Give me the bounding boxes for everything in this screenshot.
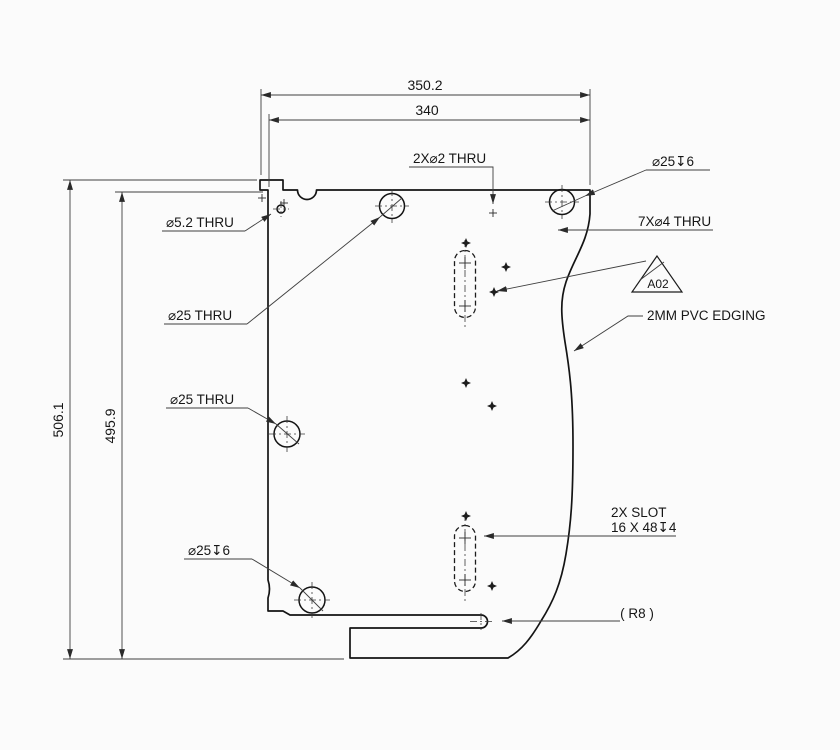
- tab-corner-marks: [258, 194, 288, 207]
- groove-end-center-mark: [470, 613, 493, 630]
- label-hole-25-upper: ⌀25 THRU: [168, 308, 232, 323]
- callout-cbore-top-right: ⌀25↧6: [551, 154, 710, 212]
- callout-radius: ( R8 ): [502, 606, 654, 624]
- label-cbore-top-right: ⌀25↧6: [652, 154, 694, 169]
- hole-25-upper-circle: [375, 189, 409, 223]
- slot-upper: [453, 240, 477, 330]
- callout-edging: 2MM PVC EDGING: [573, 308, 766, 352]
- part-outline: [259, 179, 591, 659]
- callout-cbore-bottom-left: ⌀25↧6: [184, 543, 324, 612]
- label-holes-7x4: 7X⌀4 THRU: [638, 214, 711, 229]
- callout-hole-25-mid: ⌀25 THRU: [166, 392, 300, 445]
- label-cbore-bottom-left: ⌀25↧6: [188, 543, 230, 558]
- callout-revision: A02: [496, 254, 684, 293]
- dimension-495-9: 495.9: [102, 191, 263, 659]
- slot-lower: [453, 514, 477, 603]
- label-hole-25-mid: ⌀25 THRU: [170, 392, 234, 407]
- callout-holes-7x4: 7X⌀4 THRU: [558, 214, 713, 233]
- label-slot-line2: 16 X 48↧4: [611, 520, 677, 535]
- dimension-340: 340: [268, 102, 590, 187]
- dim-left-outer: 506.1: [50, 402, 66, 437]
- callout-slot: 2X SLOT 16 X 48↧4: [484, 505, 677, 539]
- hole-5-2-circle: [273, 201, 289, 217]
- revision-triangle: [630, 254, 684, 293]
- dim-top-inner: 340: [415, 102, 439, 118]
- dimension-350-2: 350.2: [260, 77, 591, 185]
- small-hole-markers: [461, 238, 511, 591]
- dimension-506-1: 506.1: [50, 179, 344, 660]
- label-radius: ( R8 ): [620, 606, 654, 621]
- dim-left-inner: 495.9: [102, 408, 118, 443]
- callout-holes-2x2: 2X⌀2 THRU: [409, 151, 497, 217]
- label-revision: A02: [647, 277, 669, 291]
- hole-cbore-top-right-circle: [545, 185, 579, 219]
- label-slot-line1: 2X SLOT: [611, 505, 667, 520]
- callout-hole-5-2: ⌀5.2 THRU: [162, 213, 272, 232]
- label-edging: 2MM PVC EDGING: [647, 308, 766, 323]
- label-holes-2x2: 2X⌀2 THRU: [413, 151, 486, 166]
- callout-hole-25-upper: ⌀25 THRU: [164, 197, 403, 325]
- label-hole-5-2: ⌀5.2 THRU: [166, 215, 234, 230]
- dim-top-outer: 350.2: [407, 77, 442, 93]
